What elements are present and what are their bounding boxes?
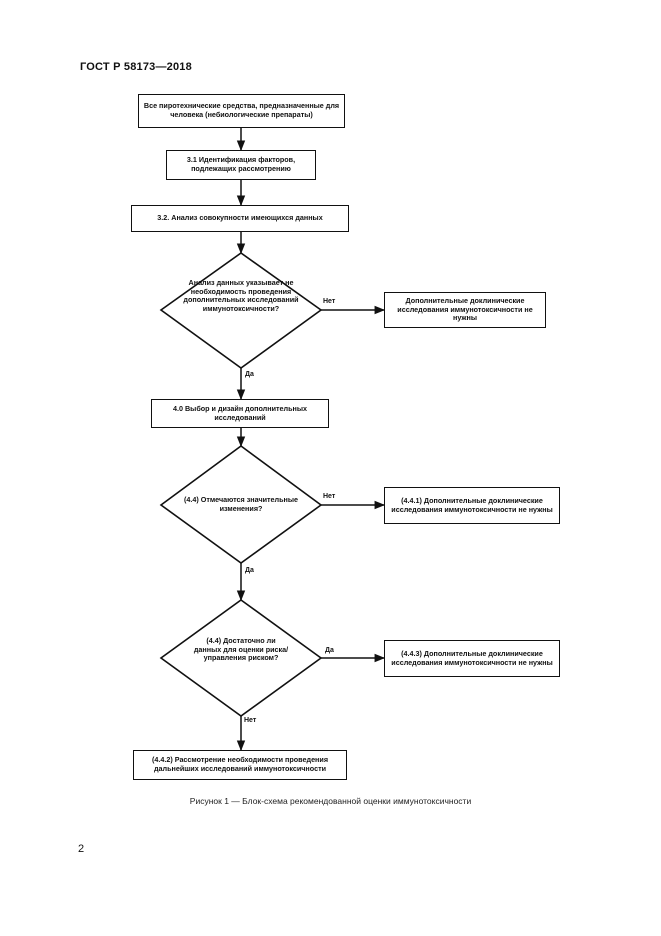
flow-box-result-1: Дополнительные доклинические исследовани… xyxy=(384,292,546,328)
flow-box-identify: 3.1 Идентификация факторов, подлежащих р… xyxy=(166,150,316,180)
page-number: 2 xyxy=(78,843,85,855)
decision-3-text: (4.4) Достаточно ли данных для оценки ри… xyxy=(193,636,289,663)
decision-1-text: Анализ данных указывает не необходимость… xyxy=(183,278,299,313)
label-yes-3: Да xyxy=(325,647,334,654)
document-header: ГОСТ Р 58173—2018 xyxy=(80,61,192,73)
decision-diamond-3 xyxy=(159,599,323,717)
label-yes-2: Да xyxy=(245,567,254,574)
flow-box-analysis: 3.2. Анализ совокупности имеющихся данны… xyxy=(131,205,349,232)
flow-box-result-3: (4.4.3) Дополнительные доклинические исс… xyxy=(384,640,560,677)
decision-2-text: (4.4) Отмечаются значительные изменения? xyxy=(183,495,299,513)
flow-box-design: 4.0 Выбор и дизайн дополнительных исслед… xyxy=(151,399,329,428)
flow-box-result-2: (4.4.1) Дополнительные доклинические исс… xyxy=(384,487,560,524)
figure-caption: Рисунок 1 — Блок-схема рекомендованной о… xyxy=(189,796,472,806)
label-yes-1: Да xyxy=(245,371,254,378)
flow-box-start: Все пиротехнические средства, предназнач… xyxy=(138,94,345,128)
decision-diamond-2 xyxy=(159,445,323,564)
decision-diamond-1 xyxy=(159,252,323,369)
flow-box-final: (4.4.2) Рассмотрение необходимости прове… xyxy=(133,750,347,780)
label-no-1: Нет xyxy=(323,298,336,305)
label-no-3: Нет xyxy=(244,717,257,724)
label-no-2: Нет xyxy=(323,493,336,500)
